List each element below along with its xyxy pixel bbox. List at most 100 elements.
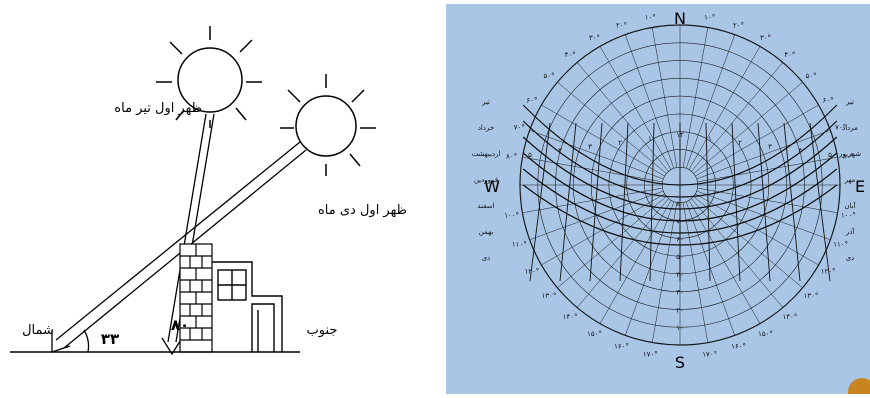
azimuth-label: ۳۰° [760, 34, 771, 42]
month-label-west: بهمن [479, 228, 494, 236]
month-label-east: مرداد [842, 124, 858, 132]
sun-path-curves [522, 104, 838, 282]
azimuth-spoke [651, 202, 678, 343]
hour-label: ۳ [588, 143, 592, 151]
hour-label: ۵ [528, 151, 532, 159]
hour-label: ۴ [798, 147, 802, 155]
hour-line [783, 122, 801, 282]
compass-north: N [674, 9, 686, 28]
azimuth-label: ۴۰° [565, 51, 576, 59]
hour-label: ۱۲ [676, 131, 684, 139]
azimuth-spoke [695, 104, 819, 177]
azimuth-spoke [693, 196, 803, 289]
azimuth-label: ۱۰۰° [504, 212, 519, 220]
azimuth-label: ۵۰° [543, 72, 554, 80]
azimuth-label: ۱۳۰° [804, 292, 819, 300]
month-label-west: فروردین [474, 176, 498, 184]
azimuth-label: ۲۰° [733, 21, 744, 29]
azimuth-spoke [691, 198, 784, 308]
hour-label: ۲ [738, 139, 742, 147]
azimuth-spoke [625, 34, 675, 169]
azimuth-label: ۱۴۰° [783, 313, 798, 321]
azimuth-spoke [599, 46, 672, 170]
azimuth-label: ۱۳۰° [542, 292, 557, 300]
north-label: شمال [22, 323, 54, 338]
brick-wall [179, 243, 213, 353]
month-label-west: اردیبهشت [472, 150, 501, 158]
hour-line [529, 122, 551, 282]
hour-line [731, 122, 741, 282]
azimuth-label: ۱۴۰° [563, 313, 578, 321]
winter-sun [280, 74, 376, 176]
azimuth-spoke [557, 196, 667, 289]
chart-labels: ۱۰° ۱۰° ۲۰° ۲۰° ۳۰° ۳۰° ۴۰° ۴۰° ۵۰° ۵۰° ۶۰° ۶۰° ۷۰° ۷… [472, 14, 862, 359]
azimuth-label: ۸۰° [506, 152, 517, 160]
hour-line [757, 122, 771, 282]
summer-angle-label: ۸۰ [171, 316, 189, 334]
azimuth-label: ۲۰° [616, 21, 627, 29]
altitude-label: ۷۰ [676, 218, 684, 226]
azimuth-label: ۷۰° [835, 124, 846, 132]
month-label-east: تیر [845, 98, 854, 106]
azimuth-label: ۱۶۰° [731, 343, 746, 351]
altitude-label: ۵۰ [676, 253, 684, 261]
azimuth-spoke [697, 156, 838, 183]
month-label-east: شهریور [838, 150, 861, 158]
azimuth-label: ۱۵۰° [587, 330, 602, 338]
hour-line [589, 122, 603, 282]
winter-noon-label: ظهر اول دی ماه [318, 203, 407, 218]
azimuth-label: ۶۰° [823, 97, 834, 105]
azimuth-spoke [693, 81, 803, 174]
azimuth-label: ۴۰° [784, 51, 795, 59]
azimuth-label: ۱۰° [645, 14, 656, 22]
azimuth-label: ۱۷۰° [643, 350, 658, 358]
month-label-east: مهر [844, 176, 856, 184]
chart-background [446, 4, 870, 394]
month-label-west: تیر [481, 98, 490, 106]
azimuth-spoke [529, 130, 664, 180]
altitude-label: ۴۰ [676, 271, 684, 279]
month-label-east: دی [846, 254, 855, 262]
azimuth-label: ۱۱۰° [833, 240, 848, 248]
hour-line [619, 122, 629, 282]
azimuth-label: ۶۰° [526, 97, 537, 105]
hour-label: ۵ [828, 151, 832, 159]
sun-path-chart: ۱۰° ۱۰° ۲۰° ۲۰° ۳۰° ۳۰° ۴۰° ۴۰° ۵۰° ۵۰° ۶۰° ۶۰° ۷۰° ۷… [446, 4, 870, 398]
azimuth-spoke [651, 27, 678, 168]
hour-label: ۴ [558, 147, 562, 155]
corner-badge [848, 378, 870, 398]
altitude-label: ۳۰ [676, 289, 684, 297]
compass-west: W [484, 177, 500, 196]
month-label-east: آذر [845, 227, 855, 236]
altitude-label: ۶۰ [676, 235, 684, 243]
house [212, 261, 283, 352]
azimuth-label: ۵۰° [805, 72, 816, 80]
azimuth-label: ۱۶۰° [614, 343, 629, 351]
azimuth-spoke [682, 202, 709, 343]
azimuth-label: ۱۵۰° [758, 330, 773, 338]
azimuth-label: ۱۷۰° [702, 350, 717, 358]
hour-line [705, 122, 711, 282]
month-label-west: خرداد [478, 124, 494, 132]
azimuth-spoke [522, 156, 663, 183]
compass-south: S [675, 353, 685, 372]
hour-label: ۱ [648, 135, 652, 143]
azimuth-spoke [576, 198, 669, 308]
altitude-label: ۲۰ [676, 306, 684, 314]
azimuth-spoke [682, 27, 709, 168]
sun-angle-diagram: ظهر اول تیر ماه ظهر اول دی ماه شمال جنوب… [10, 26, 407, 356]
month-label-west: اسفند [477, 202, 494, 210]
summer-sun [156, 26, 262, 128]
azimuth-label: ۱۰° [704, 14, 715, 22]
azimuth-label: ۱۲۰° [525, 268, 540, 276]
angle-arc [83, 329, 90, 353]
sun-path-svg: ۱۰° ۱۰° ۲۰° ۲۰° ۳۰° ۳۰° ۴۰° ۴۰° ۵۰° ۵۰° ۶۰° ۶۰° ۷۰° ۷… [446, 4, 870, 398]
azimuth-spoke [599, 200, 672, 324]
hour-label: ۲ [618, 139, 622, 147]
summer-noon-label: ظهر اول تیر ماه [114, 101, 202, 116]
azimuth-label: ۱۱۰° [512, 240, 527, 248]
azimuth-label: ۳۰° [589, 34, 600, 42]
hour-label: ۱ [708, 135, 712, 143]
south-label: جنوب [307, 323, 338, 338]
azimuth-label: ۱۲۰° [821, 268, 836, 276]
